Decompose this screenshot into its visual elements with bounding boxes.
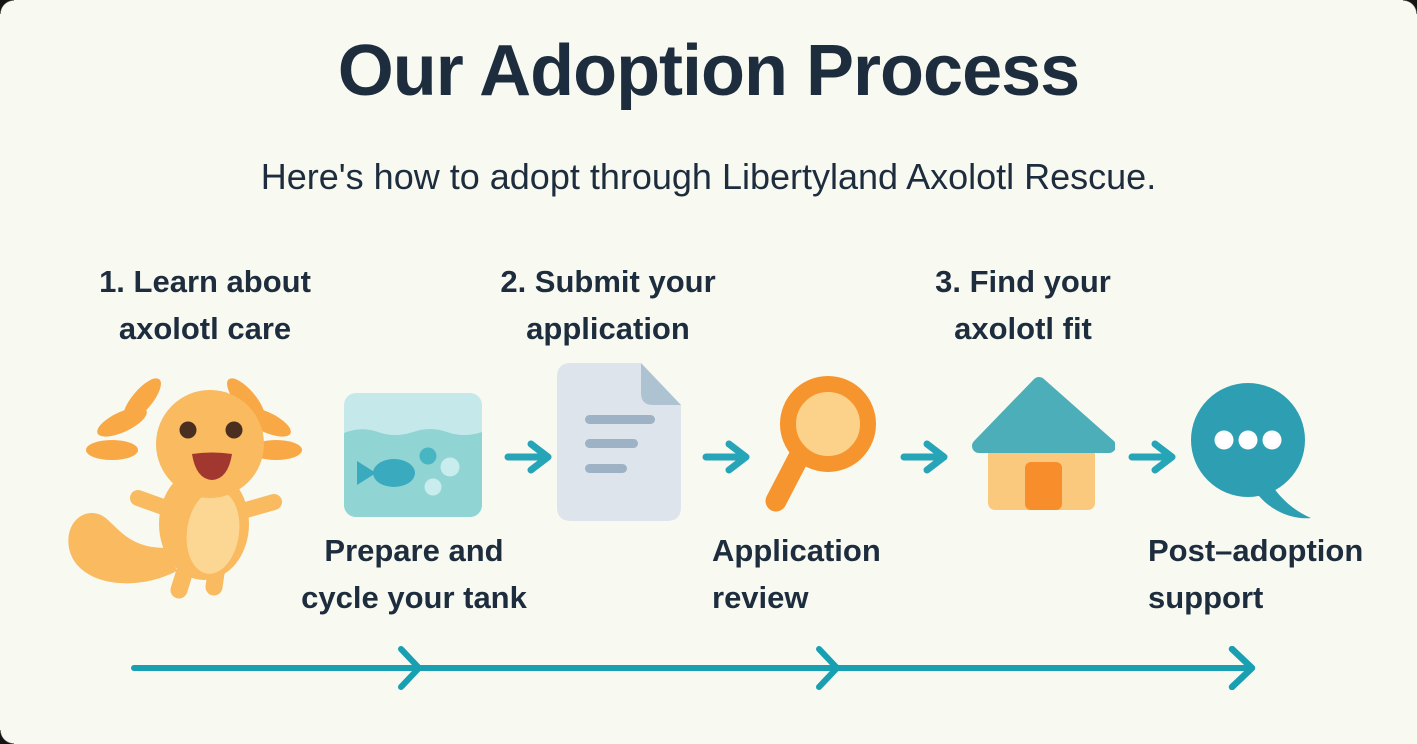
caption-prepare-line-2: cycle your tank <box>301 580 527 615</box>
axolotl-head <box>156 390 264 498</box>
chat-bubble-dots <box>1214 430 1282 450</box>
document-fold <box>641 363 681 405</box>
arrow-right-icon <box>1128 440 1176 474</box>
tank-fish <box>357 459 415 487</box>
magnifier-lens <box>780 376 876 472</box>
step-1-line-2: axolotl care <box>118 311 292 346</box>
caption-support-line-1: Post–adoption <box>1148 533 1364 568</box>
step-2-line-2: application <box>526 311 690 346</box>
caption-post-adoption-support: Post–adoption support <box>1148 527 1363 621</box>
tank-bubble-dark <box>419 447 437 465</box>
step-1-heading: 1. Learn about axolotl care <box>64 258 346 352</box>
axolotl-illustration <box>68 378 302 599</box>
arrow-right-icon <box>900 440 948 474</box>
screenshot-corner-artifact <box>0 730 14 744</box>
step-1-line-1: 1. Learn about <box>99 264 311 299</box>
axolotl-tail <box>68 513 177 584</box>
subtitle: Here's how to adopt through Libertyland … <box>260 156 1157 197</box>
fish-tank-icon <box>344 393 482 517</box>
arrow-right-icon <box>504 440 552 474</box>
caption-support-line-2: support <box>1148 580 1264 615</box>
magnifier-icon <box>765 376 876 512</box>
document-icon <box>557 363 681 521</box>
axolotl-eyes <box>179 421 243 439</box>
step-3-heading: 3. Find your axolotl fit <box>892 258 1154 352</box>
screenshot-corner-artifact <box>1403 0 1417 14</box>
caption-prepare-line-1: Prepare and <box>324 533 504 568</box>
axolotl-mouth <box>192 452 232 480</box>
page-title: Our Adoption Process <box>337 31 1080 111</box>
tank-bubble-light-2 <box>424 478 442 496</box>
step-2-line-1: 2. Submit your <box>500 264 716 299</box>
chat-bubble-tail <box>1259 484 1311 519</box>
step-3-line-2: axolotl fit <box>954 311 1092 346</box>
timeline-arrow <box>131 646 1256 690</box>
house-icon <box>972 377 1115 510</box>
tank-bubble-light-1 <box>440 457 460 477</box>
arrow-right-icon <box>702 440 750 474</box>
axolotl-belly <box>186 490 240 574</box>
caption-review-line-2: review <box>712 580 809 615</box>
caption-application-review: Application review <box>712 527 881 621</box>
caption-prepare-tank: Prepare and cycle your tank <box>278 527 550 621</box>
screenshot-corner-artifact <box>0 0 14 14</box>
caption-review-line-1: Application <box>712 533 881 568</box>
step-2-heading: 2. Submit your application <box>468 258 748 352</box>
house-roof <box>972 377 1115 453</box>
chat-bubble-icon <box>1191 383 1311 519</box>
document-text-lines <box>585 415 655 473</box>
house-door <box>1025 462 1062 510</box>
step-3-line-1: 3. Find your <box>935 264 1111 299</box>
